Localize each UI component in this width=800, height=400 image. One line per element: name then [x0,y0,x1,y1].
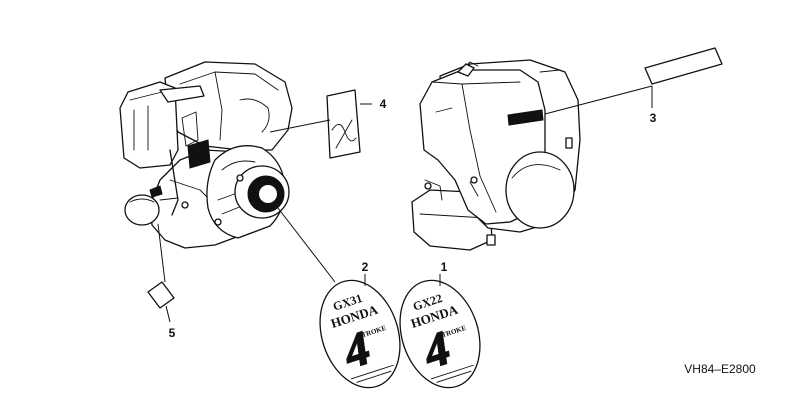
left-engine-illustration [119,61,293,249]
leader-lines [157,85,653,323]
label-part-3[interactable] [644,47,723,85]
label-part-4[interactable] [326,89,361,159]
diagram-code: VH84–E2800 [684,362,756,376]
leader-2-shaft [277,207,336,283]
callout-5: 5 [169,326,176,340]
leader-5b [165,305,171,323]
emblem-part-1[interactable]: GX22 HONDA 4 STROKE [387,270,493,398]
leader-3-cover [544,85,653,115]
callout-3: 3 [650,111,657,125]
callout-4: 4 [380,97,387,111]
label-part-5[interactable] [147,281,175,309]
leader-4-engine [269,119,331,133]
callout-2: 2 [362,260,369,274]
emblem-part-2[interactable]: GX31 HONDA 4 STROKE [307,270,413,398]
right-engine-illustration [411,59,581,251]
leader-5 [157,223,166,283]
callout-1: 1 [441,260,448,274]
